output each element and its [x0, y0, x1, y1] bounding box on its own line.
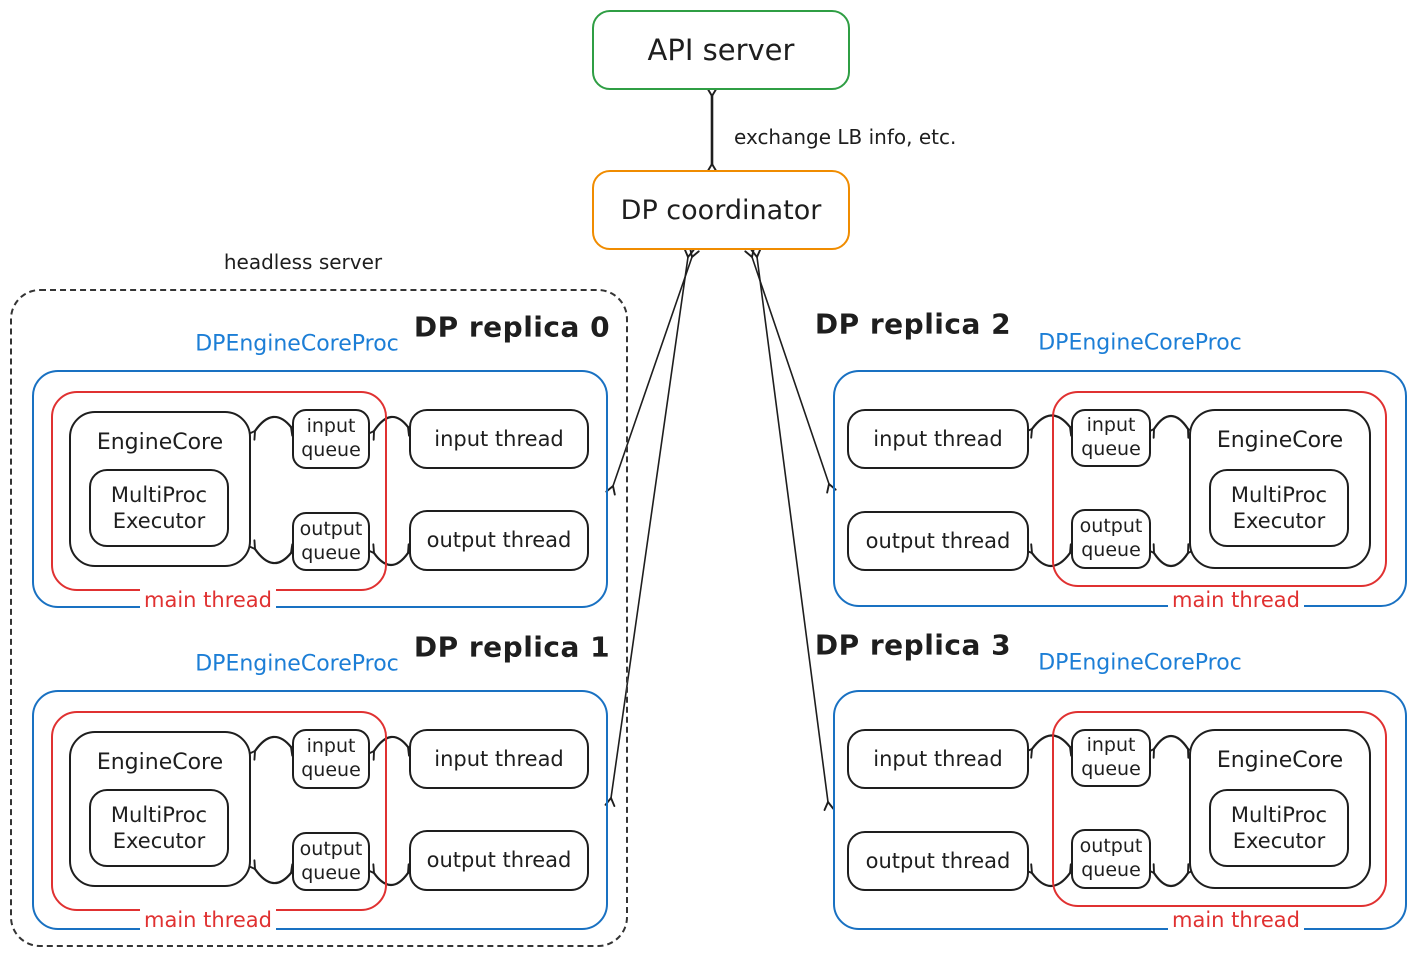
- replica-3-proc-label: DPEngineCoreProc: [1038, 650, 1242, 676]
- r3-main-thread-boundary: [1052, 711, 1387, 907]
- replica-0-title: DP replica 0: [413, 310, 611, 344]
- r2-output-queue-box: output queue: [1071, 509, 1151, 569]
- headless-server-label: headless server: [223, 250, 383, 274]
- r1-output-thread-box: output thread: [409, 830, 589, 891]
- r3-input-queue-label: input queue: [1081, 734, 1141, 780]
- dp-replica-0-box: EngineCore MultiProc Executor input queu…: [32, 370, 608, 612]
- r0-engine-core-label: EngineCore: [96, 430, 224, 455]
- r2-input-queue-box: input queue: [1071, 409, 1151, 467]
- dp-coordinator-label: DP coordinator: [620, 194, 822, 226]
- r0-multiproc-executor-label: MultiProc Executor: [110, 482, 208, 533]
- r0-output-thread-label: output thread: [426, 528, 572, 553]
- r3-output-queue-label: output queue: [1079, 835, 1143, 881]
- headless-server-box: [10, 289, 628, 947]
- r3-input-queue-box: input queue: [1071, 729, 1151, 787]
- r2-engine-core-label: EngineCore: [1216, 428, 1344, 453]
- exchange-lb-info-label: exchange LB info, etc.: [734, 125, 957, 149]
- dp-coordinator-node: DP coordinator: [592, 170, 850, 250]
- replica-0-proc-label: DPEngineCoreProc: [195, 331, 399, 357]
- r3-output-thread-label: output thread: [865, 848, 1011, 873]
- r1-input-queue-box: input queue: [292, 729, 370, 789]
- r0-output-queue-label: output queue: [299, 517, 363, 564]
- r2-output-thread-box: output thread: [847, 511, 1029, 571]
- api-server-label: API server: [647, 33, 795, 67]
- api-server-node: API server: [592, 10, 850, 90]
- r3-main-thread-label: main thread: [1168, 908, 1304, 932]
- replica-2-proc-label: DPEngineCoreProc: [1038, 330, 1242, 356]
- r2-main-thread-label: main thread: [1168, 588, 1304, 612]
- r3-input-thread-label: input thread: [873, 746, 1003, 771]
- r1-output-thread-label: output thread: [426, 848, 572, 873]
- r0-input-queue-box: input queue: [292, 409, 370, 469]
- r1-output-queue-box: output queue: [292, 832, 370, 891]
- dp-replica-3-box: input thread output thread input queue o…: [833, 690, 1407, 932]
- r2-input-queue-label: input queue: [1081, 414, 1141, 460]
- r1-input-thread-label: input thread: [434, 746, 564, 771]
- r3-output-thread-box: output thread: [847, 831, 1029, 891]
- r2-output-thread-label: output thread: [865, 528, 1011, 553]
- r1-output-queue-label: output queue: [299, 837, 363, 884]
- dp-replica-2-box: input thread output thread input queue o…: [833, 370, 1407, 612]
- r3-multiproc-executor-label: MultiProc Executor: [1230, 802, 1328, 853]
- r1-input-queue-label: input queue: [301, 735, 361, 781]
- r1-input-thread-box: input thread: [409, 729, 589, 789]
- r0-output-thread-box: output thread: [409, 510, 589, 571]
- r1-multiproc-executor-box: MultiProc Executor: [89, 789, 229, 867]
- r0-multiproc-executor-box: MultiProc Executor: [89, 469, 229, 547]
- r2-multiproc-executor-box: MultiProc Executor: [1209, 469, 1349, 547]
- replica-2-title: DP replica 2: [814, 307, 1012, 341]
- replica-1-title: DP replica 1: [413, 630, 611, 664]
- r0-input-thread-label: input thread: [434, 426, 564, 451]
- r2-input-thread-label: input thread: [873, 426, 1003, 451]
- r3-input-thread-box: input thread: [847, 729, 1029, 789]
- r2-input-thread-box: input thread: [847, 409, 1029, 469]
- replica-3-title: DP replica 3: [814, 628, 1012, 662]
- r0-output-queue-box: output queue: [292, 512, 370, 571]
- r1-main-thread-label: main thread: [140, 908, 276, 932]
- r0-input-queue-label: input queue: [301, 415, 361, 461]
- r0-main-thread-label: main thread: [140, 588, 276, 612]
- r3-multiproc-executor-box: MultiProc Executor: [1209, 789, 1349, 867]
- r1-engine-core-label: EngineCore: [96, 750, 224, 775]
- r1-multiproc-executor-label: MultiProc Executor: [110, 802, 208, 853]
- replica-1-proc-label: DPEngineCoreProc: [195, 651, 399, 677]
- r3-output-queue-box: output queue: [1071, 829, 1151, 889]
- r3-engine-core-label: EngineCore: [1216, 748, 1344, 773]
- r2-multiproc-executor-label: MultiProc Executor: [1230, 482, 1328, 533]
- dp-replica-1-box: EngineCore MultiProc Executor input queu…: [32, 690, 608, 932]
- r2-output-queue-label: output queue: [1079, 515, 1143, 561]
- coordinator-replica2-arrow: [744, 247, 837, 494]
- r0-input-thread-box: input thread: [409, 409, 589, 469]
- r2-main-thread-boundary: [1052, 391, 1387, 587]
